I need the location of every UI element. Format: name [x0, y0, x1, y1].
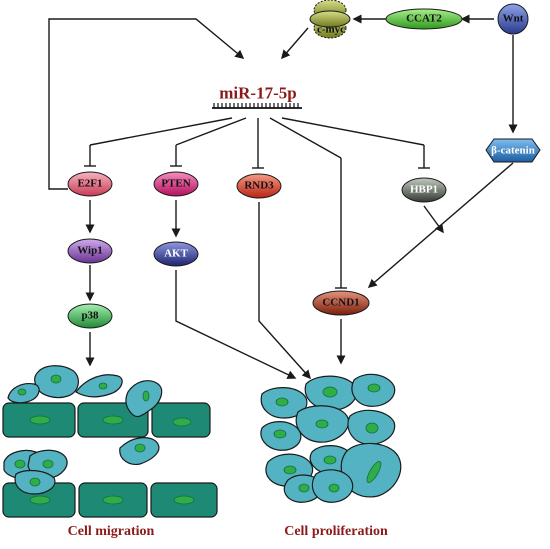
mirna-comb: [212, 103, 302, 109]
cmyc-node: [309, 0, 351, 39]
wnt-node: [497, 3, 529, 35]
cell-migration-label: Cell migration: [67, 524, 155, 539]
edge-mirna-inhibit-pten: [175, 117, 247, 146]
edge-mirna-inhibit-ccnd1: [269, 117, 342, 159]
mirna-label: miR-17-5p: [219, 83, 297, 103]
edge-cmyc-mirna: [281, 27, 309, 60]
hbp1-node: [401, 177, 447, 203]
e2f1-label: E2F1: [77, 177, 103, 190]
ccat2-node: [385, 8, 463, 30]
beta-catenin-node: [485, 138, 541, 163]
edge-mirna-inhibit-e2f1: [89, 117, 233, 146]
edge-rnd3-proliferation: [258, 202, 312, 380]
hbp1-label: HBP1: [409, 183, 439, 196]
edge-akt-proliferation: [175, 270, 297, 379]
cell-proliferation-label: Cell proliferation: [284, 524, 388, 539]
pten-label: PTEN: [161, 177, 191, 190]
wip1-node: [67, 238, 113, 264]
wnt-label: Wnt: [502, 12, 524, 25]
p38-node: [67, 303, 113, 329]
pten-node: [153, 171, 199, 197]
cell-proliferation-illustration: [260, 373, 402, 503]
cell-migration-illustration: [2, 365, 218, 518]
rnd3-node: [236, 173, 282, 199]
wip1-label: Wip1: [77, 244, 103, 257]
akt-label: AKT: [164, 247, 188, 260]
beta-catenin-label: β-catenin: [491, 144, 535, 157]
edge-betacatenin-ccnd1: [367, 162, 514, 288]
p38-label: p38: [81, 309, 99, 322]
edge-e2f1-loop-mirna: [48, 18, 245, 190]
edge-mirna-inhibit-hbp1: [281, 117, 425, 146]
e2f1-node: [67, 171, 113, 197]
ccnd1-node: [312, 290, 370, 316]
rnd3-label: RND3: [244, 179, 274, 192]
cmyc-label: c-myc: [316, 23, 346, 36]
edge-hbp1-ccnd1: [423, 205, 444, 234]
ccnd1-label: CCND1: [322, 296, 360, 309]
akt-node: [153, 241, 199, 267]
ccat2-label: CCAT2: [406, 12, 442, 25]
